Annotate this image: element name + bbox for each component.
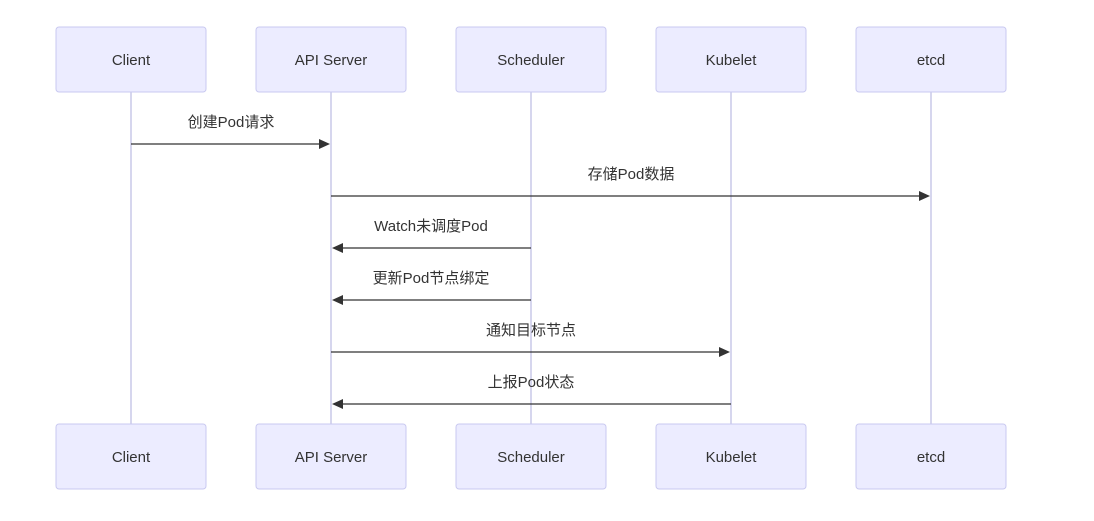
actor-box (455, 423, 607, 490)
actor-client-top: Client (55, 26, 207, 93)
actor-client-bottom: Client (55, 423, 207, 490)
actor-box (655, 423, 807, 490)
actor-label: Scheduler (497, 52, 565, 69)
message-label: 通知目标节点 (486, 322, 576, 339)
actor-box (55, 26, 207, 93)
message-1: 创建Pod请求 (131, 114, 330, 149)
actor-box (255, 423, 407, 490)
actor-scheduler-top: Scheduler (455, 26, 607, 93)
lifelines (130, 92, 932, 424)
actors-top: Client API Server Scheduler Kubelet etcd (55, 26, 1007, 93)
message-label: 创建Pod请求 (188, 114, 275, 131)
message-5: 通知目标节点 (331, 322, 730, 357)
actor-etcd-bottom: etcd (855, 423, 1007, 490)
message-3: Watch未调度Pod (332, 218, 531, 253)
actor-label: Scheduler (497, 449, 565, 466)
actor-label: API Server (295, 449, 368, 466)
arrowhead-icon (319, 139, 330, 149)
actor-box (855, 26, 1007, 93)
actors-bottom: Client API Server Scheduler Kubelet etcd (55, 423, 1007, 490)
arrowhead-icon (332, 295, 343, 305)
message-label: Watch未调度Pod (374, 218, 488, 235)
actor-kubelet-top: Kubelet (655, 26, 807, 93)
message-label: 上报Pod状态 (488, 374, 575, 391)
actor-api-top: API Server (255, 26, 407, 93)
actor-label: etcd (917, 449, 945, 466)
message-4: 更新Pod节点绑定 (332, 270, 531, 305)
actor-label: Kubelet (706, 52, 758, 69)
actor-etcd-top: etcd (855, 26, 1007, 93)
actor-scheduler-bottom: Scheduler (455, 423, 607, 490)
message-label: 存储Pod数据 (588, 166, 675, 183)
actor-kubelet-bottom: Kubelet (655, 423, 807, 490)
actor-label: Client (112, 449, 151, 466)
actor-box (55, 423, 207, 490)
actor-label: etcd (917, 52, 945, 69)
actor-label: Kubelet (706, 449, 758, 466)
arrowhead-icon (919, 191, 930, 201)
arrowhead-icon (719, 347, 730, 357)
actor-box (455, 26, 607, 93)
actor-box (255, 26, 407, 93)
actor-label: API Server (295, 52, 368, 69)
actor-box (855, 423, 1007, 490)
arrowhead-icon (332, 243, 343, 253)
arrowhead-icon (332, 399, 343, 409)
actor-label: Client (112, 52, 151, 69)
actor-box (655, 26, 807, 93)
message-label: 更新Pod节点绑定 (373, 270, 490, 287)
actor-api-bottom: API Server (255, 423, 407, 490)
message-2: 存储Pod数据 (331, 166, 930, 201)
message-6: 上报Pod状态 (332, 374, 731, 409)
